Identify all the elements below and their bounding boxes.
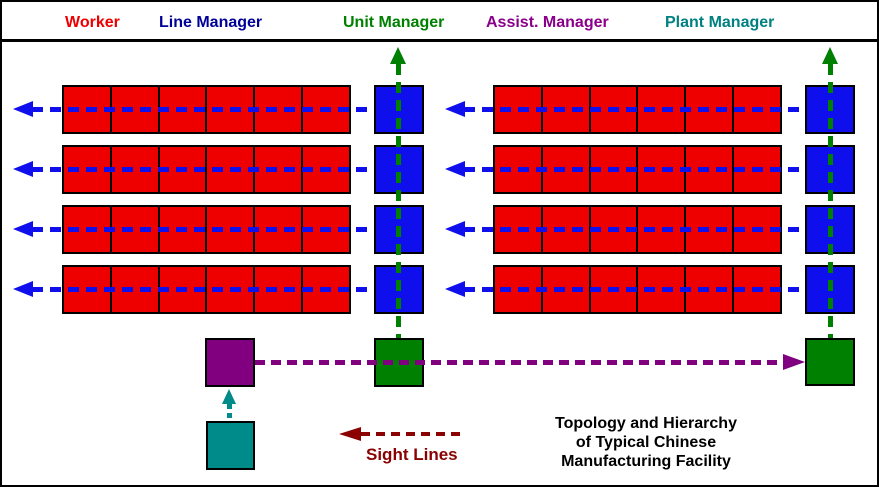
sight-line-arrowhead-left (13, 101, 33, 117)
sight-line (32, 167, 374, 172)
sight-line (32, 107, 374, 112)
assist-report-line (255, 360, 783, 365)
sight-line-arrowhead-left (13, 281, 33, 297)
sight-line (32, 227, 374, 232)
sight-line (464, 167, 805, 172)
assist-report-arrowhead-right (783, 354, 805, 370)
caption-line-1: Topology and Hierarchy (555, 415, 737, 432)
sight-lines-key-line (361, 432, 460, 436)
unit-report-line (396, 64, 401, 338)
legend-label-unit-manager: Unit Manager (343, 14, 445, 31)
legend-label-line-manager: Line Manager (159, 14, 263, 31)
unit-manager-square-right (805, 338, 855, 386)
legend-label-plant-manager: Plant Manager (665, 14, 775, 31)
sight-lines-key-label: Sight Lines (366, 445, 458, 464)
header-divider (2, 39, 877, 42)
sight-line (464, 287, 805, 292)
legend-label-assist-manager: Assist. Manager (486, 14, 609, 31)
sight-line (464, 227, 805, 232)
sight-line-arrowhead-left (445, 221, 465, 237)
legend-label-worker: Worker (65, 14, 120, 31)
unit-report-line (828, 64, 833, 338)
sight-line (464, 107, 805, 112)
unit-report-arrowhead-up (390, 47, 406, 64)
sight-line-arrowhead-left (445, 281, 465, 297)
sight-lines-key-arrowhead-left (339, 427, 361, 441)
sight-line (32, 287, 374, 292)
caption-line-2: of Typical Chinese (575, 434, 717, 451)
sight-line-arrowhead-left (445, 101, 465, 117)
plant-report-arrowhead-up (222, 389, 236, 404)
plant-manager-square (206, 421, 255, 470)
sight-line-arrowhead-left (445, 161, 465, 177)
assist-manager-square (205, 338, 255, 387)
sight-line-arrowhead-left (13, 161, 33, 177)
sight-line-arrowhead-left (13, 221, 33, 237)
unit-report-arrowhead-up (822, 47, 838, 64)
diagram-caption: Topology and Hierarchy of Typical Chines… (491, 414, 801, 471)
caption-line-3: Manufacturing Facility (561, 453, 731, 470)
plant-report-line (227, 404, 232, 421)
